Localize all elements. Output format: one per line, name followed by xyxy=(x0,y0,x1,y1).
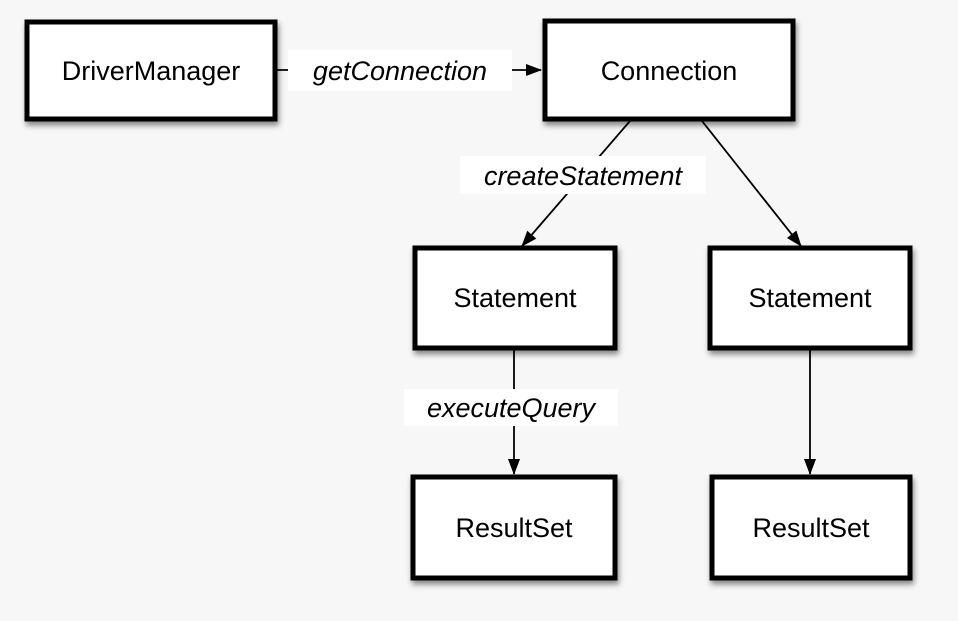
node-statement-left-box xyxy=(412,245,618,351)
node-statement-left: Statement xyxy=(412,245,618,351)
node-driver-manager: DriverManager xyxy=(24,19,278,122)
node-connection-label: Connection xyxy=(601,56,738,86)
node-resultset-right-label: ResultSet xyxy=(752,513,870,543)
edge-label-getconnection-text: getConnection xyxy=(313,56,487,86)
edge-label-getconnection: getConnection xyxy=(288,50,512,91)
node-resultset-left-box xyxy=(410,474,618,581)
node-resultset-left: ResultSet xyxy=(410,474,618,581)
node-connection: Connection xyxy=(542,18,796,122)
node-statement-right: Statement xyxy=(707,245,913,351)
node-driver-manager-box xyxy=(24,19,278,122)
edge-label-executequery-text: executeQuery xyxy=(427,393,597,423)
edge-label-createstatement-text: createStatement xyxy=(484,161,684,191)
node-driver-manager-label: DriverManager xyxy=(62,56,241,86)
node-resultset-right: ResultSet xyxy=(709,474,913,581)
edge-label-executequery-bg xyxy=(404,389,618,426)
edge-label-createstatement-bg xyxy=(460,156,706,194)
node-resultset-right-box xyxy=(709,474,913,581)
edge-label-getconnection-bg xyxy=(288,50,512,91)
edge-label-executequery: executeQuery xyxy=(404,389,618,426)
node-resultset-left-label: ResultSet xyxy=(455,513,573,543)
node-statement-right-label: Statement xyxy=(748,283,872,313)
edge-label-createstatement: createStatement xyxy=(460,156,706,194)
node-connection-box xyxy=(542,18,796,122)
edge-connection-to-statement-right-arrow xyxy=(701,120,802,247)
node-statement-left-label: Statement xyxy=(453,283,577,313)
node-statement-right-box xyxy=(707,245,913,351)
